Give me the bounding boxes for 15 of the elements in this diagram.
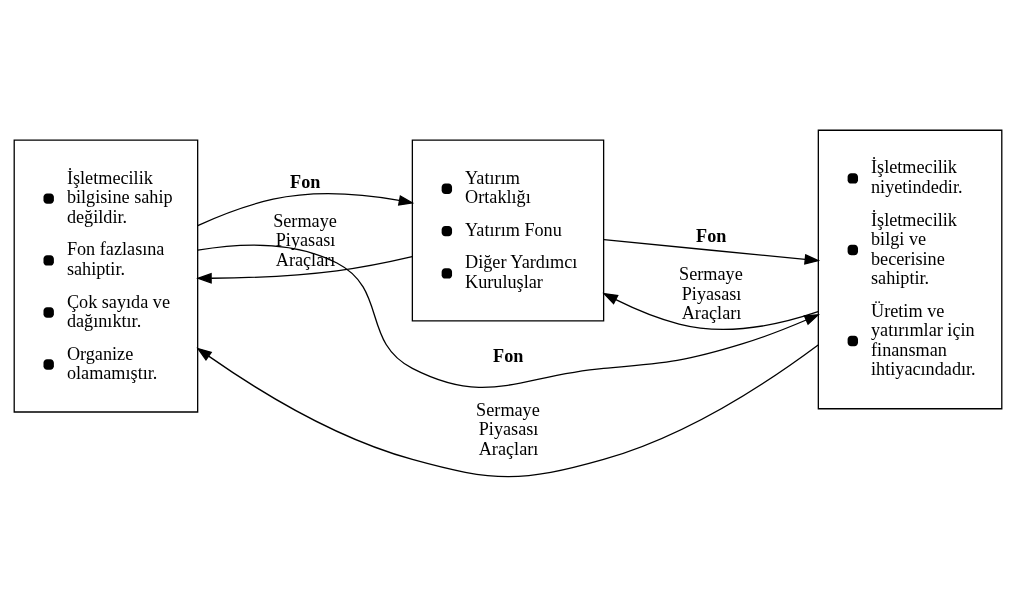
edge-label: Sermaye Piyasası Araçları — [475, 399, 540, 459]
arrow — [601, 292, 819, 330]
arrow — [195, 344, 819, 478]
edge-label: Fon — [289, 171, 320, 192]
arrow — [602, 239, 820, 265]
edge-label: Sermaye Piyasası Araçları — [272, 210, 337, 270]
node-box: İşletmecilik bilgisine sahip değildir. Fon fazlasına sahiptir. Çok sayıda ve dağınıktır. Organize olamamıştır. — [13, 139, 198, 413]
edge-label: Fon — [695, 226, 726, 247]
node-box: İşletmecilik niyetindedir. İşletmecilik bilgi ve becerisine sahiptir. Üretim ve yatırımlar için finansman ihtiyacındadır. — [817, 129, 1002, 410]
arrow — [196, 193, 414, 227]
arrow — [195, 256, 413, 284]
edge-label: Sermaye Piyasası Araçları — [678, 264, 743, 324]
arrow — [196, 244, 820, 388]
edge-label: Fon — [492, 346, 523, 367]
node-box: Yatırım Ortaklığı Yatırım Fonu Diğer Yardımcı Kuruluşlar — [411, 139, 604, 322]
